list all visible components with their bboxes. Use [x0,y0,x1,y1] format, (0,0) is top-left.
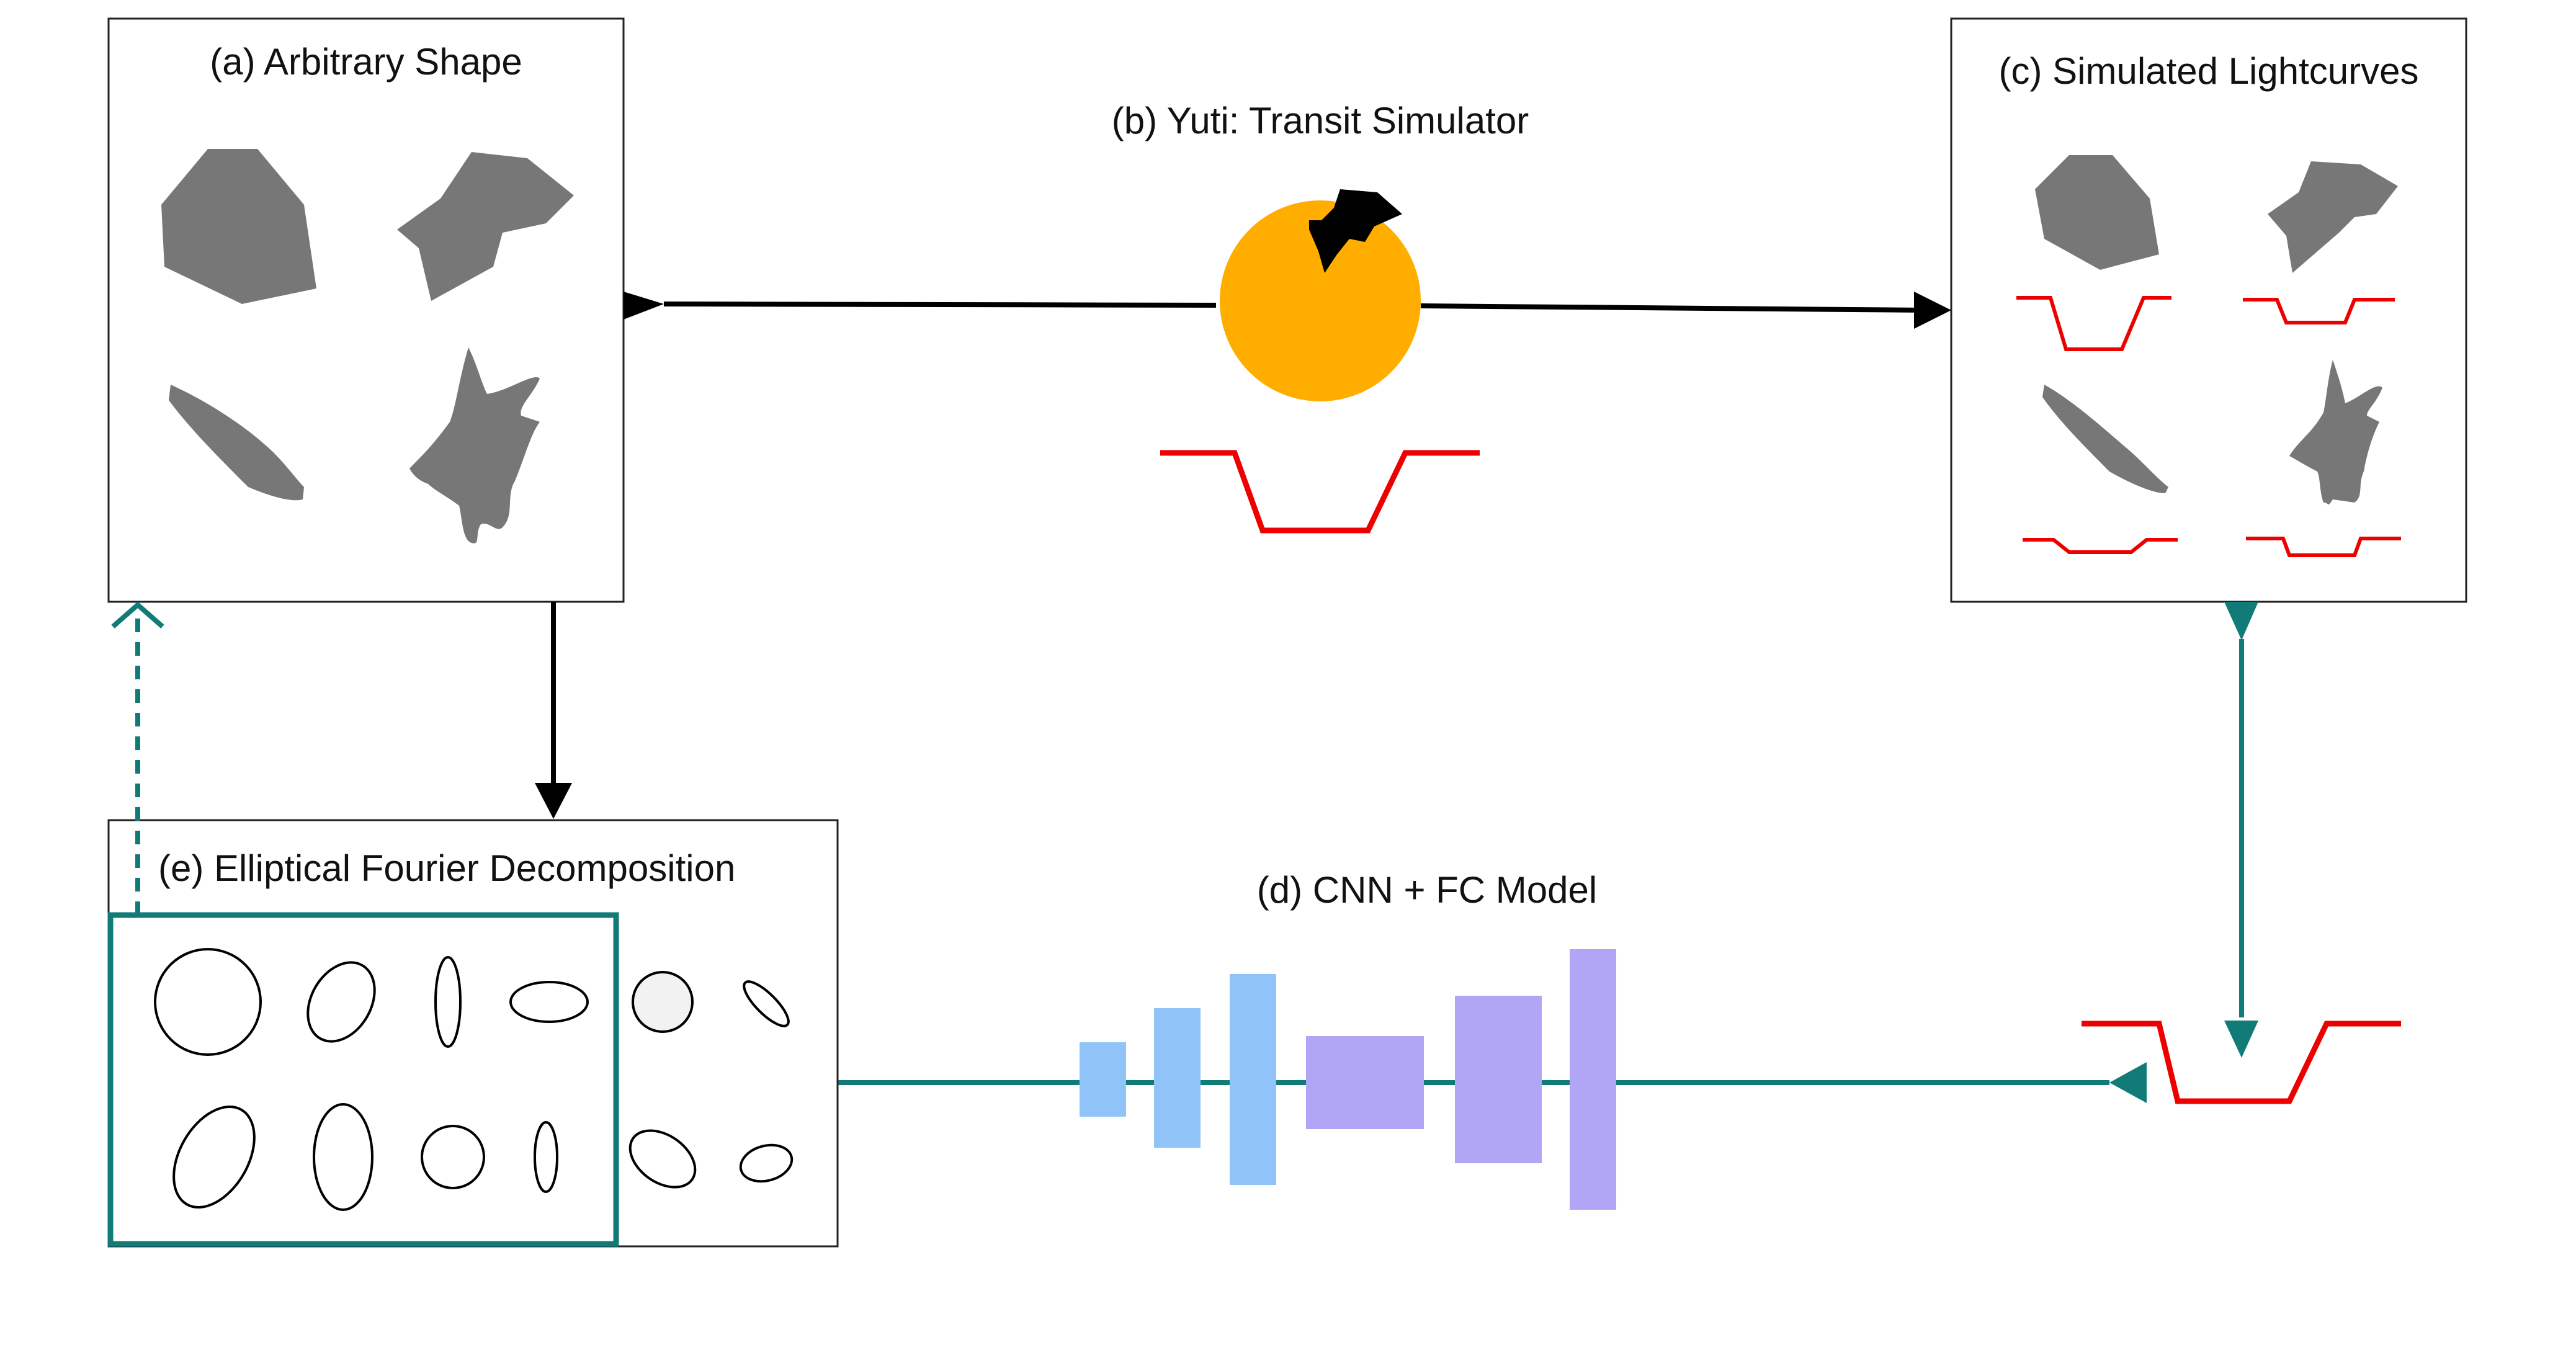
harmonic-ellipse-icon [154,948,262,1056]
panel-elliptical-fourier: (e) Elliptical Fourier Decomposition [107,819,839,1248]
harmonic-ellipse-icon [628,1129,697,1189]
cnn-layer-3 [1230,974,1276,1185]
harmonic-ellipse-icon [306,961,376,1043]
polygon-shape-icon [161,149,316,304]
panel-transit-simulator: (b) Yuti: Transit Simulator [1112,100,1529,534]
panel-a-frame [107,17,625,603]
arrow-a-to-c [624,292,1951,329]
harmonic-ellipse-icon [172,1105,256,1209]
jagged-shape-icon [397,152,574,301]
harmonic-ellipse-icon [739,1143,794,1183]
panel-b-title: (b) Yuti: Transit Simulator [1112,100,1529,141]
selected-harmonics-box [107,912,619,1247]
black-irregular-shape-icon [1309,189,1402,273]
lightcurve-4-icon [2246,537,2401,557]
harmonic-ellipse-icon [743,980,790,1027]
elongated-shape-icon [169,385,304,501]
panel-c-frame [1950,17,2467,603]
panel-arbitrary-shape: (a) Arbitrary Shape [107,17,625,603]
jagged-shape-icon [2268,161,2398,273]
fc-layer-1 [1306,1036,1424,1129]
arrow-c-to-input [2224,602,2258,1058]
harmonic-ellipse-icon [313,1103,373,1211]
transit-lightcurve-icon [1160,450,1480,534]
harmonic-ellipse-icon [421,1125,485,1189]
cnn-layer-1 [1080,1042,1126,1117]
polygon-shape-icon [2035,155,2159,270]
arrow-a-to-e [535,602,572,819]
panel-simulated-lightcurves: (c) Simulated Lightcurves [1950,17,2467,603]
lightcurve-2-icon [2243,298,2395,324]
cnn-layer-2 [1154,1008,1201,1148]
star-disk-icon [1220,200,1421,401]
elongated-shape-icon [2042,385,2168,493]
lightcurve-3-icon [2023,538,2178,554]
flow-arrowhead-right [2109,1062,2147,1103]
panel-e-title: (e) Elliptical Fourier Decomposition [158,847,735,889]
lightcurve-1-icon [2016,296,2171,351]
harmonic-ellipse-icon [534,1121,558,1193]
panel-a-title: (a) Arbitrary Shape [210,41,522,83]
panel-cnn-fc-model: (d) CNN + FC Model [620,869,2147,1210]
fc-layer-2 [1455,996,1542,1163]
star-blob-shape-icon [409,347,540,543]
arrow-reconstruct-e-to-a [111,601,164,915]
input-lightcurve-icon [2082,1021,2401,1104]
star-blob-shape-icon [2289,360,2382,505]
harmonic-ellipse-icon [632,971,694,1033]
panel-c-title: (c) Simulated Lightcurves [1999,50,2419,92]
fc-layer-3 [1570,949,1616,1210]
panel-d-title: (d) CNN + FC Model [1257,869,1597,911]
harmonic-ellipse-icon [509,981,589,1023]
harmonic-ellipse-icon [434,956,462,1048]
